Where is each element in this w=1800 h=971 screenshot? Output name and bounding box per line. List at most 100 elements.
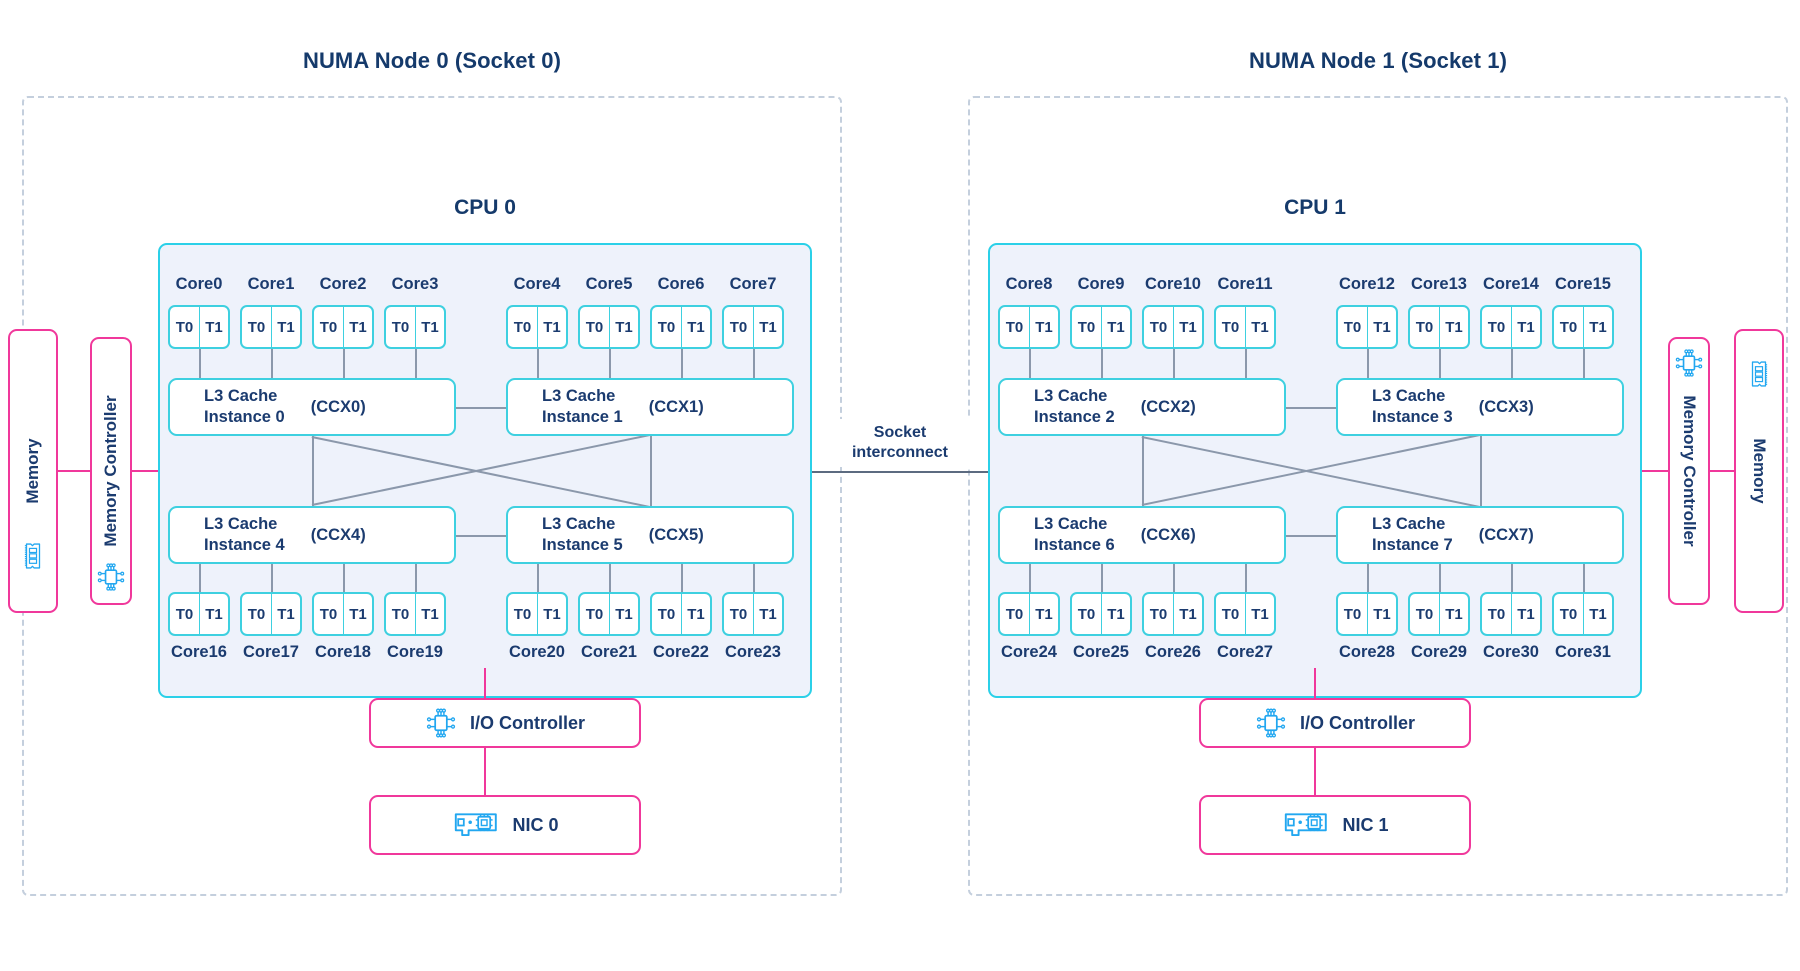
thread-t1: T1	[1173, 594, 1202, 634]
l3-cache-name: L3 Cache Instance 0	[204, 387, 285, 426]
core-label-core14: Core14	[1483, 275, 1539, 293]
core-label-core3: Core3	[391, 275, 439, 293]
core-cache-link	[1439, 564, 1441, 592]
memory-controller-1	[1668, 337, 1710, 605]
thread-t1: T1	[1101, 594, 1130, 634]
cache-vertical-link	[1142, 436, 1144, 506]
core-label-core0: Core0	[175, 275, 223, 293]
core-label-core7: Core7	[729, 275, 777, 293]
io-controller-content: I/O Controller	[371, 700, 639, 746]
core-label-core15: Core15	[1555, 275, 1611, 293]
l3-cache-ccx: (CCX1)	[648, 397, 704, 416]
cache-vertical-link	[1480, 436, 1482, 506]
core-cache-link	[415, 349, 417, 378]
network-card-icon	[455, 812, 498, 836]
core-cache-link	[1511, 564, 1513, 592]
thread-t0: T0	[247, 605, 266, 623]
socket-interconnect-line	[812, 471, 988, 473]
numa-node-title-0: NUMA Node 0 (Socket 0)	[302, 48, 562, 73]
memory-0	[8, 329, 58, 613]
thread-t0: T0	[513, 605, 532, 623]
core-core7-threads: T0 T1	[722, 305, 784, 349]
thread-t1: T1	[681, 307, 710, 347]
cache-horizontal-link	[1286, 407, 1336, 409]
nic-content: NIC 0	[371, 797, 639, 853]
chip-icon	[426, 708, 456, 738]
thread-t1: T1	[1029, 594, 1058, 634]
thread-t0: T0	[175, 605, 194, 623]
thread-t1: T1	[1367, 594, 1396, 634]
core-label-core26: Core26	[1145, 643, 1201, 661]
core-label-core24: Core24	[1001, 643, 1057, 661]
thread-t1: T1	[609, 594, 638, 634]
memory-label: Memory	[23, 438, 42, 504]
cache-horizontal-link	[1286, 535, 1336, 537]
thread-t1: T1	[753, 307, 782, 347]
memory-controller-label: Memory Controller	[1680, 395, 1699, 547]
core-cache-link	[1173, 349, 1175, 378]
thread-t1: T1	[199, 594, 228, 634]
thread-t0: T0	[1343, 318, 1362, 336]
l3-cache-name: L3 Cache Instance 1	[542, 387, 623, 426]
thread-t0: T0	[319, 318, 338, 336]
thread-t0: T0	[1149, 318, 1168, 336]
core-label-core23: Core23	[725, 643, 781, 661]
controller-cpu-link	[1642, 470, 1668, 472]
thread-t1: T1	[1439, 594, 1468, 634]
l3-cache-name: L3 Cache Instance 6	[1034, 515, 1115, 554]
io-controller-1: I/O Controller	[1199, 698, 1471, 748]
nic-content: NIC 1	[1201, 797, 1469, 853]
l3-cache-name: L3 Cache Instance 3	[1372, 387, 1453, 426]
core-cache-link	[1029, 349, 1031, 378]
core-label-core28: Core28	[1339, 643, 1395, 661]
l3-cache-ccx: (CCX6)	[1140, 525, 1196, 544]
chip-icon	[1675, 349, 1703, 377]
l3-cache-ccx0: L3 Cache Instance 0(CCX0)	[168, 378, 456, 436]
core-core21-threads: T0 T1	[578, 592, 640, 636]
core-label-core4: Core4	[513, 275, 561, 293]
socket-interconnect-label: Socket interconnect	[814, 419, 986, 467]
core-cache-link	[1583, 349, 1585, 378]
core-cache-link	[753, 564, 755, 592]
core-cache-link	[1367, 349, 1369, 378]
thread-t0: T0	[657, 605, 676, 623]
thread-t0: T0	[513, 318, 532, 336]
core-label-core5: Core5	[585, 275, 633, 293]
thread-t0: T0	[1005, 318, 1024, 336]
thread-t0: T0	[1149, 605, 1168, 623]
core-label-core30: Core30	[1483, 643, 1539, 661]
l3-cache-ccx5: L3 Cache Instance 5(CCX5)	[506, 506, 794, 564]
core-label-core22: Core22	[653, 643, 709, 661]
io-controller-0: I/O Controller	[369, 698, 641, 748]
thread-t0: T0	[729, 605, 748, 623]
core-cache-link	[199, 349, 201, 378]
thread-t1: T1	[1367, 307, 1396, 347]
thread-t0: T0	[585, 605, 604, 623]
core-label-core27: Core27	[1217, 643, 1273, 661]
core-cache-link	[609, 349, 611, 378]
thread-t0: T0	[1221, 318, 1240, 336]
core-cache-link	[1439, 349, 1441, 378]
thread-t0: T0	[1415, 318, 1434, 336]
l3-cache-ccx: (CCX4)	[310, 525, 366, 544]
core-label-core21: Core21	[581, 643, 637, 661]
thread-t0: T0	[391, 605, 410, 623]
thread-t0: T0	[1221, 605, 1240, 623]
core-cache-link	[1245, 564, 1247, 592]
network-card-icon	[1285, 812, 1328, 836]
thread-t0: T0	[319, 605, 338, 623]
thread-t0: T0	[729, 318, 748, 336]
